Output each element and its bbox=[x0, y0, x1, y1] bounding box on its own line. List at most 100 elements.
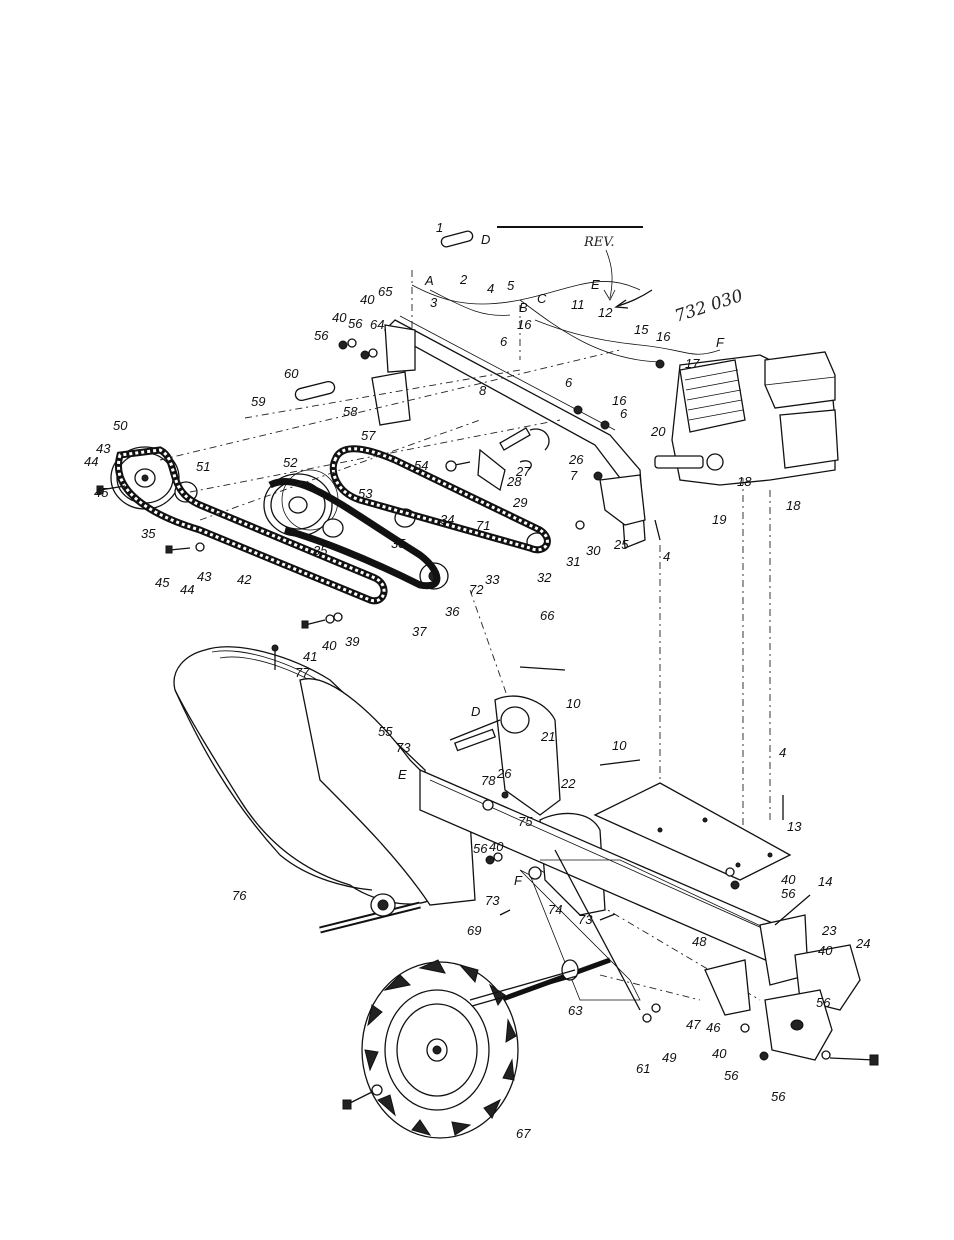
assembly-lines bbox=[159, 270, 771, 1001]
side-plate bbox=[371, 371, 411, 426]
callout-c30: 30 bbox=[586, 543, 601, 558]
callout-c37: 37 bbox=[412, 624, 427, 639]
callout-c40a: 40 bbox=[360, 292, 375, 307]
callout-c35a: 35 bbox=[141, 526, 156, 541]
callout-c29: 29 bbox=[512, 495, 527, 510]
callout-c14: 14 bbox=[818, 874, 832, 889]
callout-c12: 12 bbox=[598, 305, 613, 320]
callout-c26b: 26 bbox=[496, 766, 512, 781]
callout-c49: 49 bbox=[662, 1050, 676, 1065]
callout-c40b: 40 bbox=[332, 310, 347, 325]
callout-cF2: F bbox=[514, 873, 523, 888]
callout-c44b: 44 bbox=[180, 582, 194, 597]
callout-c23: 23 bbox=[821, 923, 837, 938]
callout-c64: 64 bbox=[370, 317, 384, 332]
callout-c61: 61 bbox=[636, 1061, 650, 1076]
callout-c28: 28 bbox=[506, 474, 522, 489]
callout-c78: 78 bbox=[481, 773, 496, 788]
callout-cD2: D bbox=[471, 704, 480, 719]
callout-cA: A bbox=[424, 273, 434, 288]
callout-c73b: 73 bbox=[485, 893, 500, 908]
callout-c40c: 40 bbox=[322, 638, 337, 653]
callout-c35b: 35 bbox=[313, 543, 328, 558]
callout-c60: 60 bbox=[284, 366, 299, 381]
callout-c16c: 16 bbox=[612, 393, 627, 408]
callout-c6c: 6 bbox=[620, 406, 628, 421]
rev-note: REV. bbox=[583, 235, 615, 250]
callout-c11: 11 bbox=[571, 297, 585, 312]
callout-cB: B bbox=[519, 300, 528, 315]
callout-c22: 22 bbox=[560, 776, 576, 791]
callout-c31: 31 bbox=[566, 554, 580, 569]
callout-c69: 69 bbox=[467, 923, 481, 938]
callout-cF: F bbox=[716, 335, 725, 350]
callout-c72: 72 bbox=[469, 582, 484, 597]
callout-c40e: 40 bbox=[781, 872, 796, 887]
bracket bbox=[599, 474, 646, 526]
part-number-note: 732 030 bbox=[672, 286, 745, 327]
callout-c26a: 26 bbox=[568, 452, 584, 467]
callout-c16a: 16 bbox=[517, 317, 532, 332]
chain-case bbox=[299, 678, 476, 906]
callout-c6b: 6 bbox=[565, 375, 573, 390]
callout-c56f: 56 bbox=[724, 1068, 739, 1083]
callout-c56e: 56 bbox=[816, 995, 831, 1010]
callout-c19: 19 bbox=[712, 512, 726, 527]
callout-c25: 25 bbox=[613, 537, 629, 552]
callout-c10a: 10 bbox=[566, 696, 581, 711]
callout-c2: 2 bbox=[459, 272, 468, 287]
callout-c46: 46 bbox=[706, 1020, 721, 1035]
callout-c45a: 45 bbox=[94, 485, 109, 500]
callout-c47: 47 bbox=[686, 1017, 701, 1032]
callout-c42: 42 bbox=[237, 572, 252, 587]
callout-c73c: 73 bbox=[578, 912, 593, 927]
callout-c56c: 56 bbox=[473, 841, 488, 856]
callout-c15: 15 bbox=[634, 322, 649, 337]
callout-c53: 53 bbox=[358, 486, 373, 501]
callout-c16b: 16 bbox=[656, 329, 671, 344]
callout-c56a: 56 bbox=[348, 316, 363, 331]
callout-c13: 13 bbox=[787, 819, 802, 834]
callout-c48: 48 bbox=[692, 934, 707, 949]
callout-c56b: 56 bbox=[314, 328, 329, 343]
tube-part bbox=[294, 380, 336, 402]
wheel bbox=[361, 959, 519, 1139]
callout-c43b: 43 bbox=[197, 569, 212, 584]
callout-c5: 5 bbox=[507, 278, 515, 293]
callout-c35c: 35 bbox=[391, 536, 406, 551]
callout-c56d: 56 bbox=[781, 886, 796, 901]
callout-c52: 52 bbox=[283, 455, 298, 470]
callout-c76: 76 bbox=[232, 888, 247, 903]
callout-c40f: 40 bbox=[818, 943, 833, 958]
callout-c34: 34 bbox=[440, 512, 454, 527]
upper-assembly bbox=[96, 230, 839, 629]
callout-c7: 7 bbox=[570, 468, 578, 483]
belt-37 bbox=[268, 478, 441, 590]
callout-c51: 51 bbox=[196, 459, 210, 474]
callout-c59: 59 bbox=[251, 394, 265, 409]
callout-c36: 36 bbox=[445, 604, 460, 619]
callout-c4a: 4 bbox=[487, 281, 494, 296]
callout-c71: 71 bbox=[476, 518, 490, 533]
callout-cD: D bbox=[481, 232, 490, 247]
callout-c50: 50 bbox=[113, 418, 128, 433]
callout-c66: 66 bbox=[540, 608, 555, 623]
callout-c20: 20 bbox=[650, 424, 666, 439]
callout-c57: 57 bbox=[361, 428, 376, 443]
rev-arrow bbox=[605, 249, 613, 299]
callout-c32: 32 bbox=[537, 570, 552, 585]
callout-c40d: 40 bbox=[489, 839, 504, 854]
callout-c18b: 18 bbox=[786, 498, 801, 513]
callout-c8: 8 bbox=[479, 383, 487, 398]
callout-c27: 27 bbox=[515, 464, 531, 479]
callout-c1: 1 bbox=[436, 220, 443, 235]
callout-c18a: 18 bbox=[737, 474, 752, 489]
callout-c43a: 43 bbox=[96, 441, 111, 456]
lower-assembly bbox=[173, 644, 879, 1139]
callout-c73a: 73 bbox=[396, 740, 411, 755]
callout-c75: 75 bbox=[518, 814, 533, 829]
callout-c63: 63 bbox=[568, 1003, 583, 1018]
callout-c67: 67 bbox=[516, 1126, 531, 1141]
callout-c4b: 4 bbox=[663, 549, 670, 564]
